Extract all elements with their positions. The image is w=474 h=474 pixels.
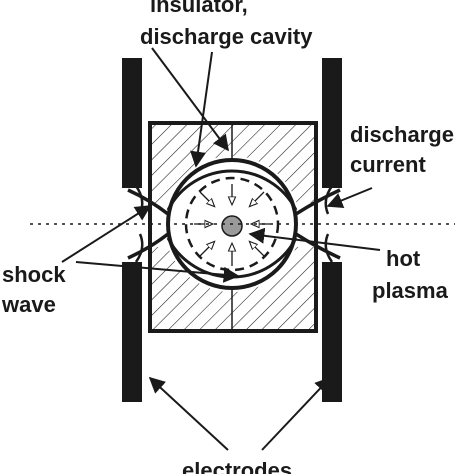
label-hot: hot: [386, 246, 421, 271]
electrodes-leader-left: [148, 376, 229, 451]
label-discharge: discharge: [350, 122, 454, 147]
electrodes-leader-right: [261, 376, 332, 451]
converging-arrows: [194, 184, 270, 266]
label-discharge-cavity: discharge cavity: [140, 24, 313, 49]
shock-wave-leader-lower: [75, 261, 240, 283]
electrode-top-right: [322, 58, 342, 188]
electrode-bottom-left: [122, 262, 142, 402]
discharge-channels: [127, 185, 341, 263]
label-wave: wave: [1, 292, 56, 317]
electrode-bottom-right: [322, 262, 342, 402]
hot-plasma-core: [221, 215, 243, 237]
hot-plasma-leader: [248, 227, 381, 251]
electrodes: [122, 58, 342, 402]
electrode-top-left: [122, 58, 142, 188]
label-insulator: insulator,: [150, 0, 248, 17]
discharge-current-leader: [326, 187, 373, 208]
label-plasma: plasma: [372, 278, 449, 303]
leader-lines: [61, 47, 381, 451]
label-electrodes: electrodes: [182, 458, 292, 474]
cavity-leader: [190, 51, 213, 168]
shock-wave-leader-upper: [61, 205, 152, 263]
label-current: current: [350, 152, 426, 177]
label-shock: shock: [2, 262, 66, 287]
insulator-leader: [151, 47, 229, 152]
